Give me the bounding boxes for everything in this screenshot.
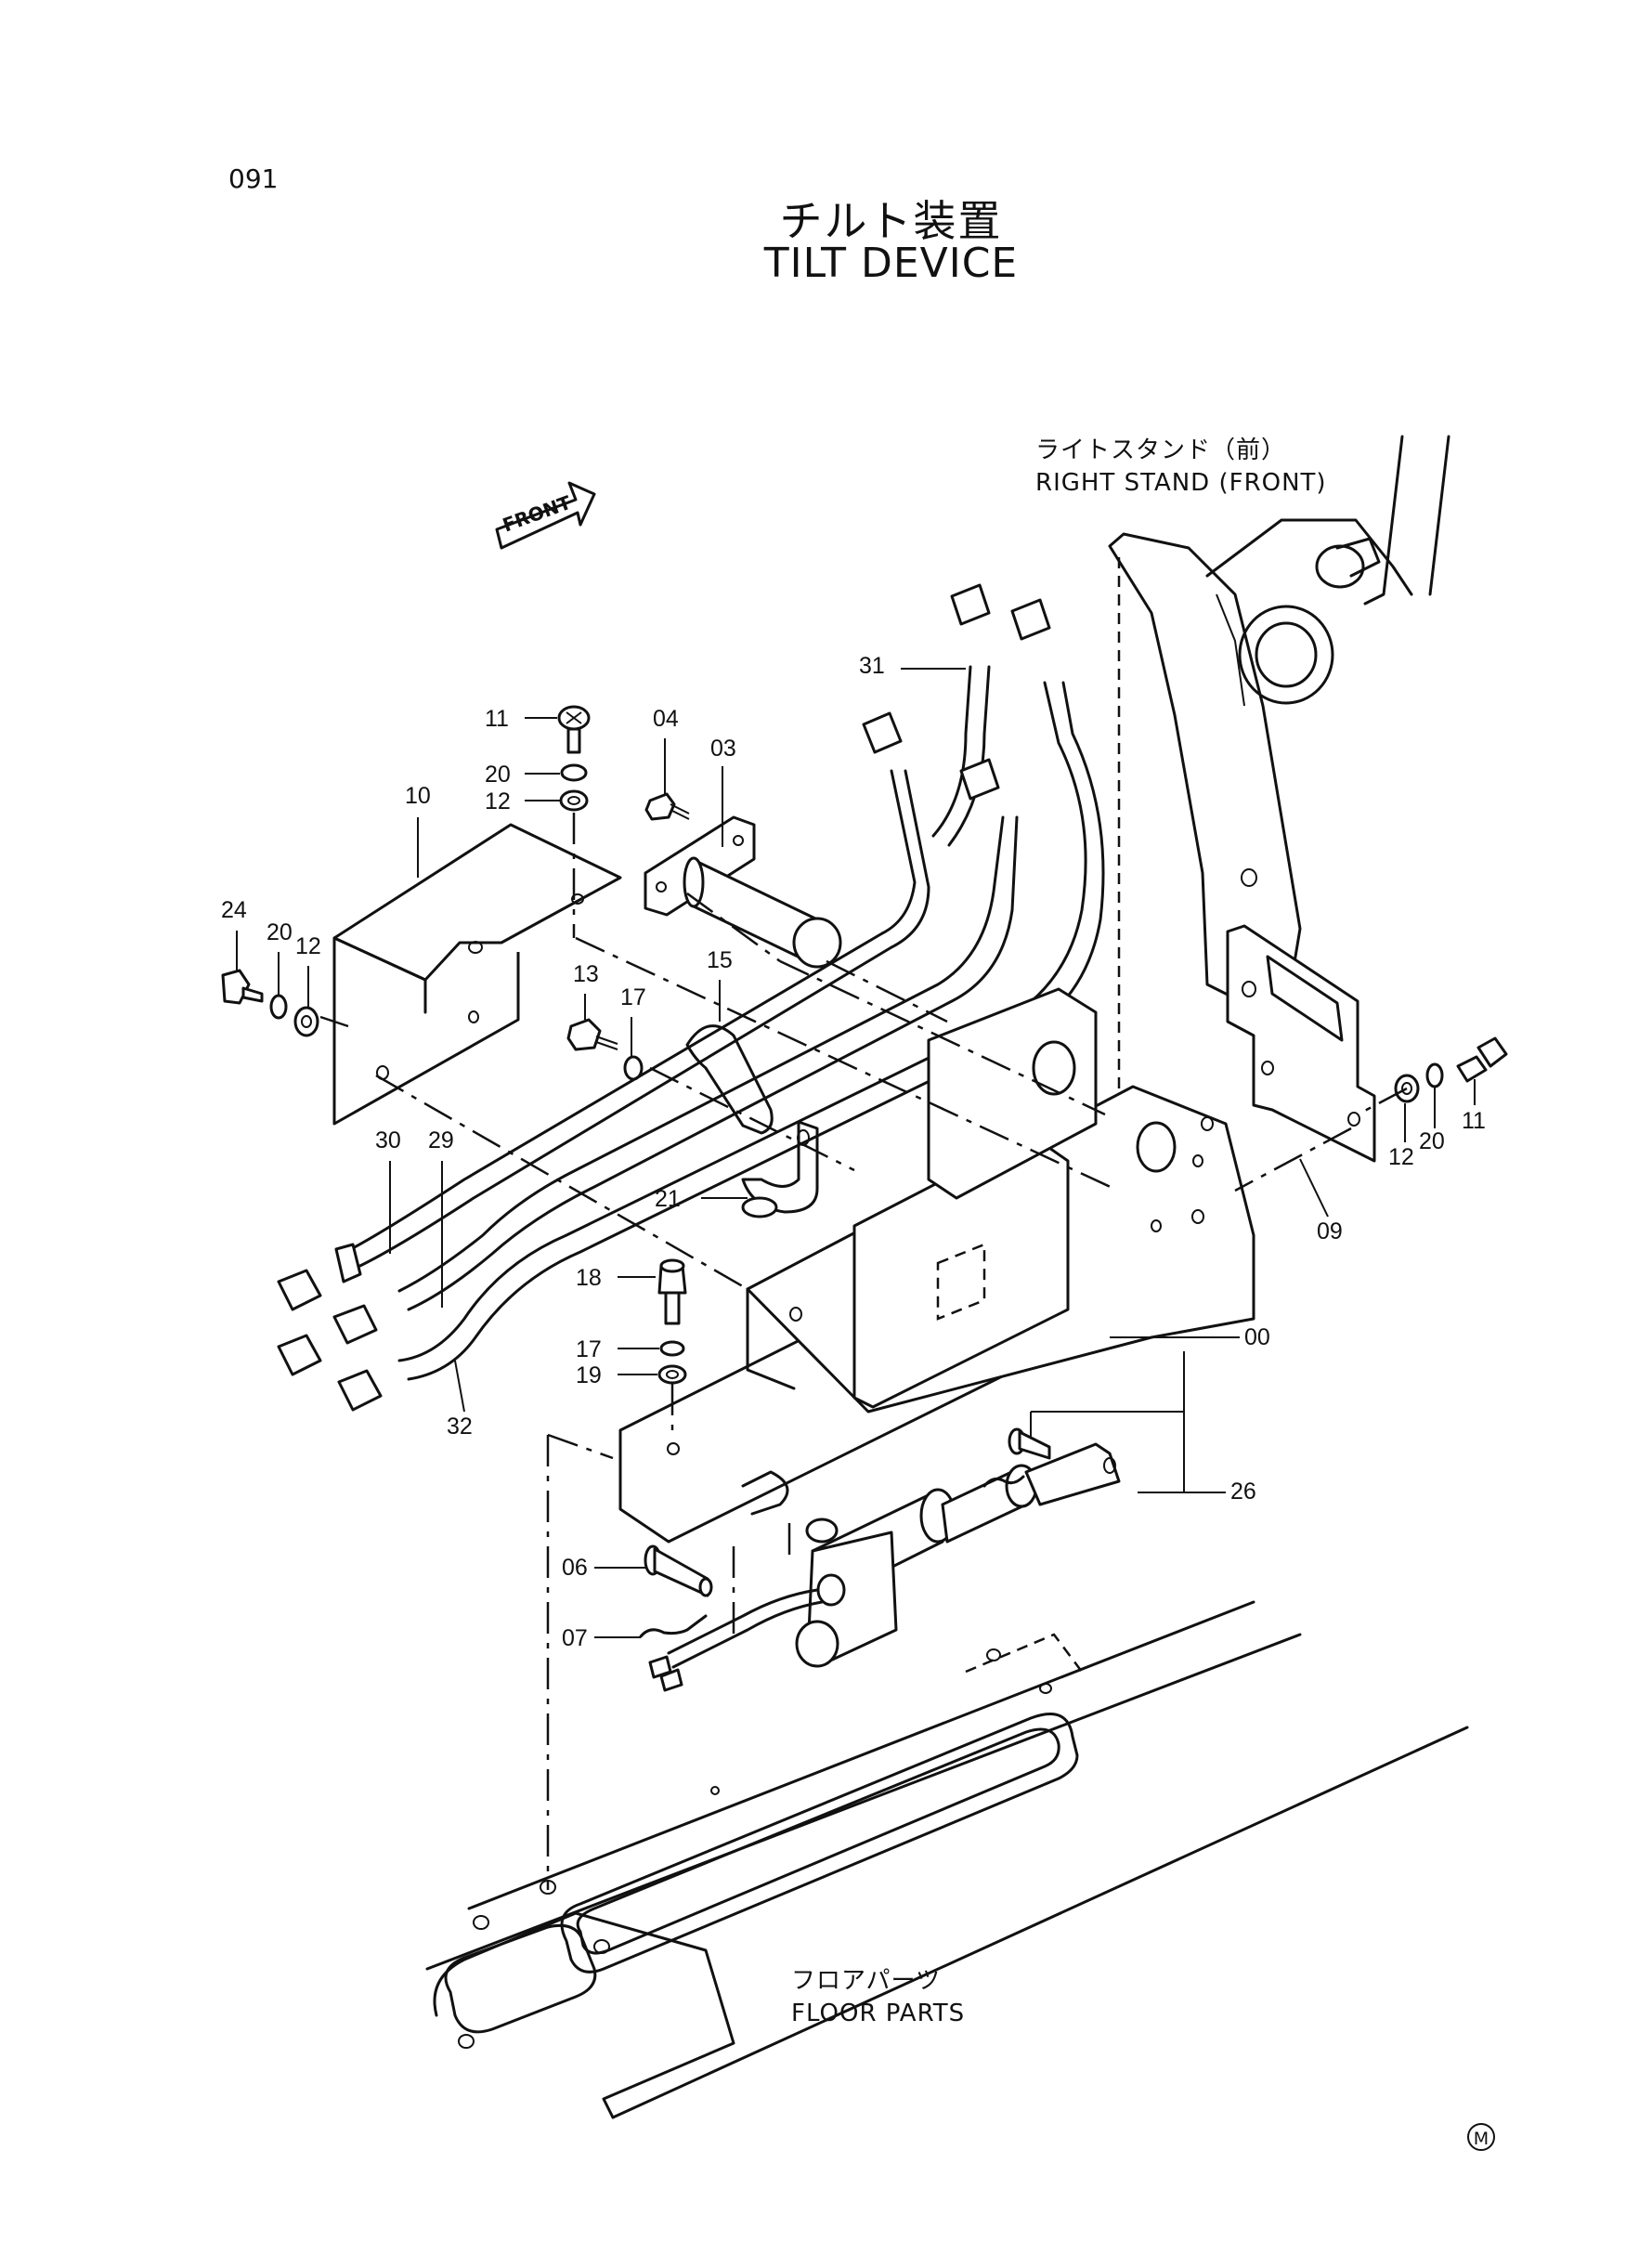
page-number: 091 [228, 163, 279, 194]
callout-20: 20 [267, 919, 293, 945]
bolt-04 [644, 792, 690, 821]
callout-09: 09 [1317, 1218, 1343, 1244]
right-stand-caption: RIGHT STAND (FRONT) [1035, 469, 1327, 497]
page-title-japanese: チルト装置 [779, 196, 1003, 246]
callout-10: 10 [405, 783, 431, 809]
floor-parts [425, 1600, 1469, 2119]
leader-lines [236, 668, 1476, 1638]
callout-15: 15 [707, 947, 733, 973]
pin-03 [644, 815, 842, 969]
callout-30: 30 [375, 1127, 401, 1153]
callout-12: 12 [1388, 1144, 1414, 1170]
floor-parts-caption: FLOOR PARTS [791, 2000, 966, 2027]
revision-mark: M [1467, 2123, 1495, 2151]
callout-21: 21 [655, 1186, 681, 1212]
right-stand-drawing [1108, 435, 1450, 1138]
floor-parts-caption-japanese: フロアパーツ [791, 1967, 941, 1995]
screw-washer-stack-right [1394, 1036, 1508, 1103]
pin-26 [982, 1427, 1051, 1488]
callout-26: 26 [1230, 1479, 1256, 1505]
bolt-13 [566, 1018, 644, 1081]
right-stand-caption-japanese: ライトスタンド（前） [1035, 436, 1287, 464]
callout-31: 31 [859, 653, 885, 679]
callout-00: 00 [1244, 1324, 1270, 1350]
callout-11: 11 [1462, 1108, 1486, 1134]
center-lines [319, 813, 1408, 1890]
callout-13: 13 [573, 961, 599, 987]
bolt-18-stack [657, 1258, 687, 1385]
callout-06: 06 [562, 1555, 588, 1581]
callout-11: 11 [485, 706, 509, 732]
callout-03: 03 [710, 736, 736, 762]
clip-21 [741, 1120, 819, 1218]
tilt-actuator [648, 1442, 1121, 1692]
callout-32: 32 [447, 1414, 473, 1440]
callout-04: 04 [653, 706, 679, 732]
screw-washer-stack-top [557, 705, 591, 812]
front-arrow [495, 481, 596, 550]
callout-20: 20 [485, 762, 511, 788]
callout-17: 17 [576, 1336, 602, 1362]
callout-12: 12 [485, 788, 511, 814]
plate-09 [1226, 924, 1376, 1163]
screw-washer-stack-left [221, 969, 319, 1037]
callout-17: 17 [620, 984, 646, 1010]
callout-20: 20 [1419, 1128, 1445, 1154]
main-bracket-00 [618, 987, 1255, 1544]
callout-18: 18 [576, 1265, 602, 1291]
pin-06 [639, 1544, 713, 1638]
callout-24: 24 [221, 897, 247, 923]
callout-29: 29 [428, 1127, 454, 1153]
callout-19: 19 [576, 1362, 602, 1388]
connectors [277, 583, 1051, 1412]
callout-07: 07 [562, 1625, 588, 1651]
callout-12: 12 [295, 933, 321, 959]
page-title: TILT DEVICE [763, 240, 1019, 287]
